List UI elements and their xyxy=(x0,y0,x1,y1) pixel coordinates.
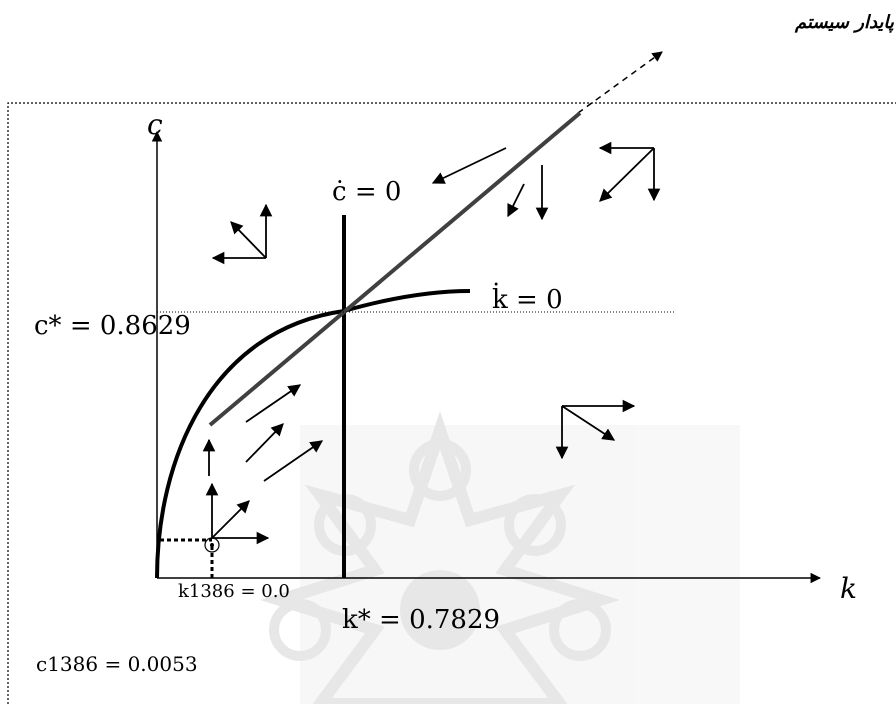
c1386-label: c1386 = 0.0053 xyxy=(36,652,198,676)
k-star-label: k* = 0.7829 xyxy=(342,605,500,635)
x-axis-label: k xyxy=(840,572,857,605)
flow-arrow-upper-left xyxy=(431,147,507,184)
saddle-path-extension xyxy=(577,51,663,114)
k-dot-label: k̇ = 0 xyxy=(492,282,563,315)
flow-arrow-upper-diag xyxy=(507,183,525,218)
saddle-path-title: بازوی پایدار سیستم xyxy=(794,12,896,33)
upper-left-arrows xyxy=(211,203,273,265)
lower-right-arrows xyxy=(555,399,636,460)
flow-arrow-1 xyxy=(245,384,302,423)
lower-left-flow-arrows xyxy=(245,384,324,482)
flow-arrow-3 xyxy=(263,440,324,482)
watermark-logo xyxy=(260,411,740,704)
arrow-ur-diag xyxy=(599,147,655,202)
dotted-frame xyxy=(7,102,896,704)
c-dot-label: ċ = 0 xyxy=(332,177,401,207)
initial-point-dot xyxy=(210,543,214,547)
flow-arrow-2 xyxy=(245,423,284,463)
y-axis-label: c xyxy=(147,108,163,141)
upper-right-arrows xyxy=(598,141,661,202)
arrow-ul-diag xyxy=(230,221,267,259)
k-dot-locus xyxy=(155,289,471,579)
arrow-lr-diag xyxy=(561,405,616,441)
k1386-label: k1386 = 0.0 xyxy=(178,581,290,602)
saddle-path xyxy=(208,111,582,427)
c-star-label: c* = 0.8629 xyxy=(34,311,191,341)
initial-direction-arrows xyxy=(202,438,270,545)
upper-flow-arrows xyxy=(431,147,549,221)
arrow-initial-diag xyxy=(211,500,250,539)
